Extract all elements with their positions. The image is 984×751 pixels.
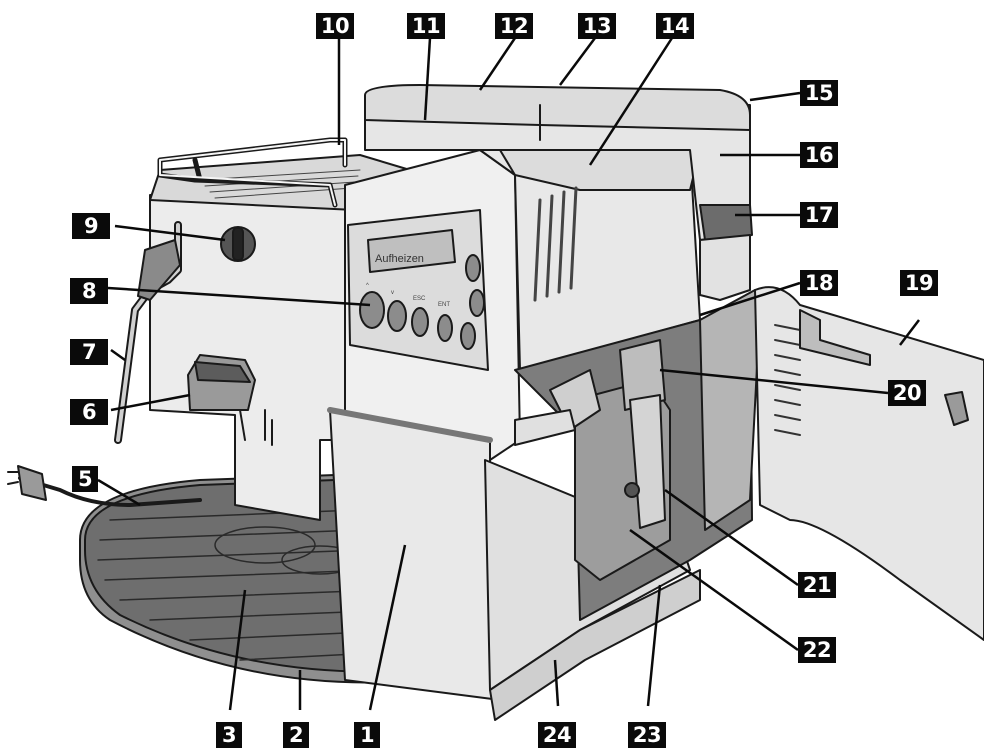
down-arrow-label: v <box>391 290 394 296</box>
callout-22: 22 <box>798 637 836 663</box>
up-arrow-label: ^ <box>366 283 369 289</box>
callout-16: 16 <box>800 142 838 168</box>
front-door <box>329 409 501 701</box>
callout-12: 12 <box>495 13 533 39</box>
callout-3: 3 <box>216 722 242 748</box>
power-cord <box>18 476 202 507</box>
callout-13: 13 <box>578 13 616 39</box>
callout-6: 6 <box>70 399 108 425</box>
side-door <box>754 286 984 641</box>
power-plug <box>17 465 47 501</box>
callout-5: 5 <box>72 466 98 492</box>
steam-wand-handle <box>137 239 181 301</box>
callout-15: 15 <box>800 80 838 106</box>
callout-23: 23 <box>628 722 666 748</box>
callout-24: 24 <box>538 722 576 748</box>
callout-10: 10 <box>316 13 354 39</box>
ent-label: ENT <box>438 302 450 308</box>
callout-1: 1 <box>354 722 380 748</box>
callout-18: 18 <box>800 270 838 296</box>
callout-19: 19 <box>900 270 938 296</box>
callout-17: 17 <box>800 202 838 228</box>
callout-14: 14 <box>656 13 694 39</box>
esc-label: ESC <box>413 296 426 302</box>
callout-11: 11 <box>407 13 445 39</box>
lcd-display <box>367 229 456 273</box>
callout-2: 2 <box>283 722 309 748</box>
display-text: Aufheizen <box>375 253 424 265</box>
hopper-lid <box>364 84 751 131</box>
door-latch <box>944 391 969 426</box>
callout-20: 20 <box>888 380 926 406</box>
callout-9: 9 <box>72 213 110 239</box>
panel-buttons <box>359 254 485 350</box>
callout-7: 7 <box>70 339 108 365</box>
callout-8: 8 <box>70 278 108 304</box>
leader-lines <box>97 37 920 711</box>
callout-21: 21 <box>798 572 836 598</box>
